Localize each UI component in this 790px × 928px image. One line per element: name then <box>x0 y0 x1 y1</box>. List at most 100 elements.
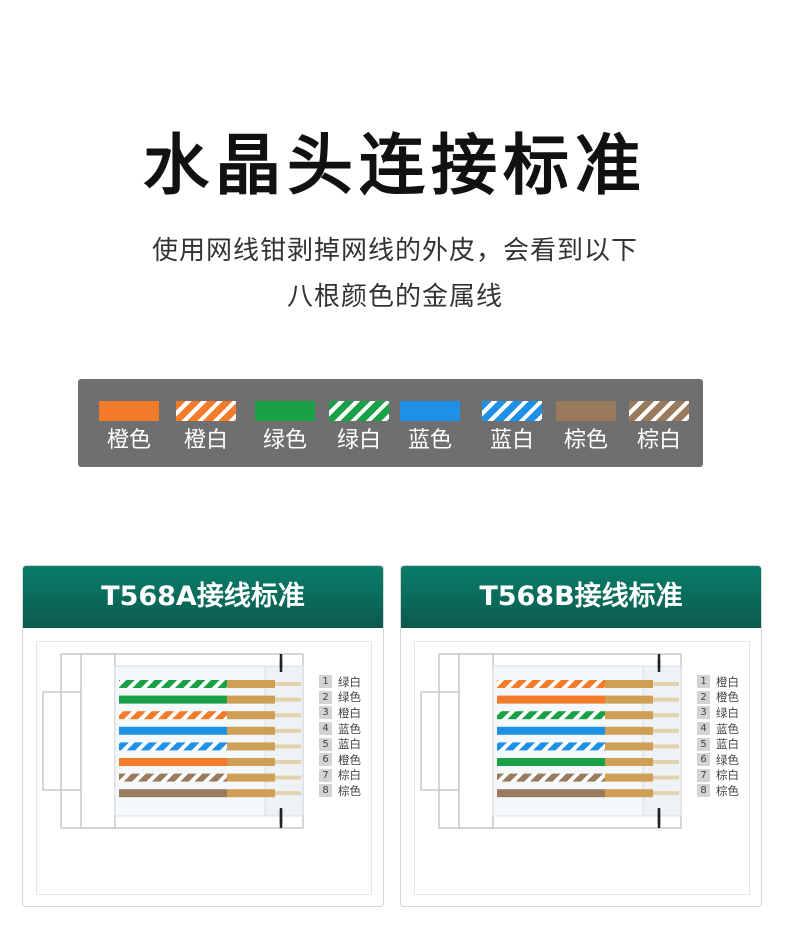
pin-row: 4 蓝色 <box>697 721 739 737</box>
contact-blade-5 <box>275 744 301 749</box>
pin-color: 棕色 <box>716 783 739 798</box>
page-title: 水晶头连接标准 <box>143 127 647 204</box>
wire-7 <box>119 773 227 782</box>
subtitle-line-1: 使用网线钳剥掉网线的外皮，会看到以下 <box>151 236 638 266</box>
pin-color: 橙色 <box>716 690 739 705</box>
gold-contact-5 <box>227 742 275 751</box>
pin-color: 绿白 <box>338 674 361 689</box>
legend-label: 橙白 <box>183 428 228 453</box>
gold-contact-6 <box>227 758 275 766</box>
legend-item-green-white: 绿白 <box>329 401 389 455</box>
contact-blade-1 <box>653 682 679 686</box>
gold-contact-5 <box>605 742 653 751</box>
legend-item-orange-white: 橙白 <box>176 401 236 455</box>
legend-label: 蓝色 <box>407 428 452 453</box>
pin-number: 1 <box>319 675 332 689</box>
legend-item-green: 绿色 <box>255 401 315 455</box>
blue-white-swatch <box>482 401 542 421</box>
t568b-card-title: T568B接线标准 <box>401 566 761 628</box>
gold-contact-7 <box>227 773 275 782</box>
legend-item-brown: 棕色 <box>556 401 616 455</box>
gold-contact-3 <box>227 711 275 720</box>
pin-number: 4 <box>319 722 332 736</box>
wire-6 <box>119 758 227 766</box>
gold-contact-8 <box>227 789 275 798</box>
wire-6 <box>497 758 605 766</box>
cable-boot <box>458 653 494 829</box>
gold-contact-7 <box>605 773 653 782</box>
wire-5 <box>119 742 227 751</box>
contact-blade-3 <box>653 713 679 718</box>
wire-2 <box>497 695 605 704</box>
t568a-card-title: T568A接线标准 <box>23 566 383 628</box>
wire-1 <box>497 680 605 688</box>
gold-contact-4 <box>227 726 275 735</box>
pin-number: 5 <box>697 737 710 751</box>
contact-blade-1 <box>275 682 301 686</box>
pin-color: 绿白 <box>716 705 739 720</box>
pin-number: 8 <box>319 784 332 798</box>
pin-color: 橙白 <box>716 674 739 689</box>
pin-number: 3 <box>319 706 332 720</box>
contact-blade-8 <box>275 791 301 796</box>
contact-blade-6 <box>275 760 301 764</box>
pin-row: 8 棕色 <box>319 783 361 799</box>
pin-number: 4 <box>697 722 710 736</box>
green-swatch <box>255 401 315 421</box>
pin-color: 绿色 <box>716 752 739 767</box>
wire-3 <box>497 711 605 720</box>
pin-number: 5 <box>319 737 332 751</box>
pin-row: 7 棕白 <box>319 768 361 784</box>
contact-blade-8 <box>653 791 679 796</box>
cable-boot <box>80 653 116 829</box>
pin-color: 蓝色 <box>716 721 739 736</box>
gold-contact-1 <box>227 680 275 688</box>
pin-number: 7 <box>319 768 332 782</box>
green-white-swatch <box>329 401 389 421</box>
gold-contact-3 <box>605 711 653 720</box>
connector-latch <box>420 691 460 791</box>
wire-5 <box>497 742 605 751</box>
legend-label: 棕色 <box>563 428 608 453</box>
contact-blade-2 <box>275 697 301 702</box>
wire-4 <box>497 726 605 735</box>
brown-swatch <box>556 401 616 421</box>
wire-8 <box>497 789 605 798</box>
contact-blade-2 <box>653 697 679 702</box>
pin-number: 2 <box>319 690 332 704</box>
subtitle-line-2: 八根颜色的金属线 <box>286 282 503 312</box>
contact-blade-3 <box>275 713 301 718</box>
wire-1 <box>119 680 227 688</box>
legend-label: 棕白 <box>636 428 681 453</box>
gold-contact-8 <box>605 789 653 798</box>
pin-color: 绿色 <box>338 690 361 705</box>
pin-number: 6 <box>319 753 332 767</box>
pin-number: 6 <box>697 753 710 767</box>
rj45-connector-diagram <box>420 653 682 829</box>
legend-item-blue: 蓝色 <box>400 401 460 455</box>
pin-row: 6 绿色 <box>697 752 739 768</box>
gold-contact-4 <box>605 726 653 735</box>
orange-swatch <box>99 401 159 421</box>
legend-label: 绿色 <box>262 428 307 453</box>
gold-contact-1 <box>605 680 653 688</box>
gold-contact-6 <box>605 758 653 766</box>
pin-color: 棕色 <box>338 783 361 798</box>
pin-color: 棕白 <box>338 768 361 783</box>
legend-label: 橙色 <box>106 428 151 453</box>
wire-3 <box>119 711 227 720</box>
pin-number: 7 <box>697 768 710 782</box>
orange-white-swatch <box>176 401 236 421</box>
pin-row: 2 绿色 <box>319 690 361 706</box>
legend-item-brown-white: 棕白 <box>629 401 689 455</box>
